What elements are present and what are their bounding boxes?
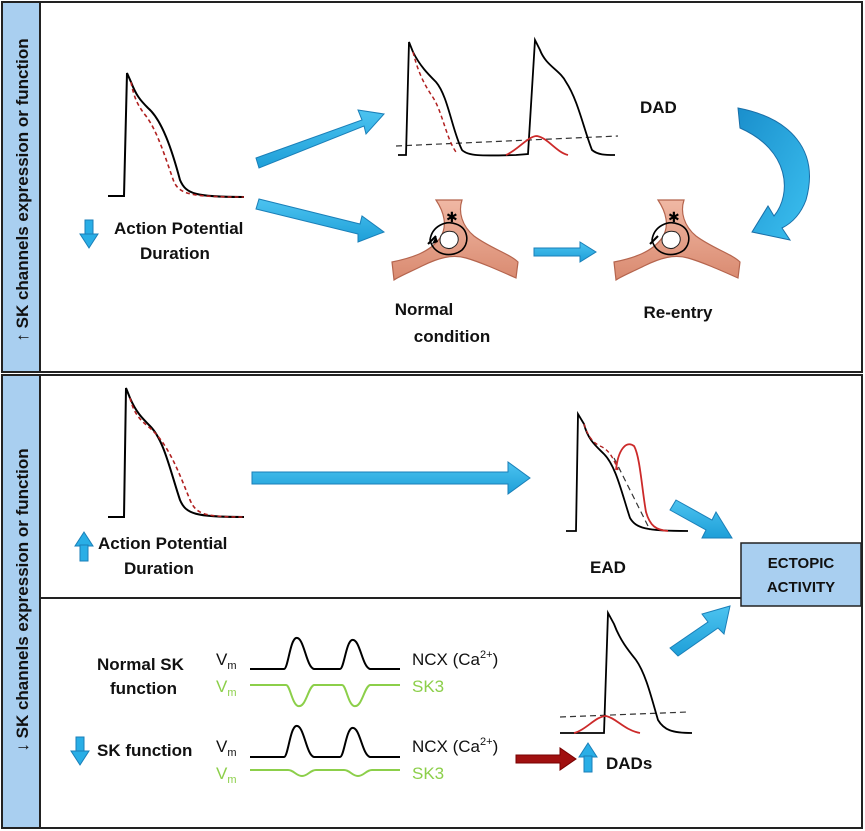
top-apd-label-2: Duration [140, 244, 210, 263]
arrow-to-normal [255, 198, 386, 243]
top-apd-label-1: Action Potential [114, 219, 243, 238]
increase-arrow-icon [74, 531, 94, 562]
sk3-trace-normal [250, 684, 400, 708]
vm-label-reduced-black: Vm [216, 737, 237, 759]
curved-arrow [737, 107, 810, 241]
top-panel-frame [39, 1, 863, 373]
short-ap-trace [108, 72, 245, 198]
arrow-dads-to-ectopic [669, 605, 731, 657]
svg-text:✱: ✱ [446, 210, 458, 226]
dads-trace [559, 609, 693, 734]
red-arrow-to-dads [515, 747, 577, 771]
normal-sk-label-2: function [110, 679, 177, 698]
sk3-trace-reduced [250, 769, 400, 778]
bottom-side-label: ↓ SK channels expression or function [13, 448, 32, 751]
bottom-panel-frame [39, 374, 863, 829]
top-side-bar [1, 1, 41, 373]
reentry-label: Re-entry [644, 303, 714, 322]
bottom-apd-label-1: Action Potential [98, 534, 227, 553]
dad-label: DAD [640, 98, 677, 117]
ead-trace [566, 410, 689, 532]
increase-dads-arrow-icon [578, 742, 598, 773]
top-side-label: ↑ SK channels expression or function [13, 38, 32, 341]
normal-label-1: Normal [395, 300, 454, 319]
ead-label: EAD [590, 558, 626, 577]
reentry-tissue: ✱ [613, 199, 741, 282]
bottom-side-bar [1, 374, 41, 829]
normal-tissue: ✱ [391, 199, 519, 282]
vm-label-reduced-green: Vm [216, 764, 237, 786]
dads-label: DADs [606, 754, 652, 773]
vm-trace-reduced [250, 725, 400, 758]
vm-label-normal-green: Vm [216, 677, 237, 699]
long-arrow-to-ead [251, 461, 531, 495]
dad-trace [395, 36, 619, 157]
decrease-arrow-icon [79, 219, 99, 249]
bottom-apd-label-2: Duration [124, 559, 194, 578]
arrow-ead-to-ectopic [669, 499, 733, 539]
arrow-normal-to-reentry [533, 241, 597, 263]
reduced-sk-label: SK function [97, 741, 192, 760]
ncx-label-normal: NCX (Ca2+) [412, 649, 498, 669]
normal-sk-label-1: Normal SK [97, 655, 185, 674]
decrease-sk-arrow-icon [70, 736, 90, 766]
normal-label-2: condition [414, 327, 490, 346]
arrow-to-dad [255, 109, 385, 169]
ncx-label-reduced: NCX (Ca2+) [412, 736, 498, 756]
ectopic-label-1: ECTOPIC [768, 555, 835, 572]
svg-text:✱: ✱ [668, 210, 680, 226]
long-ap-trace [108, 387, 245, 518]
sk3-label-reduced: SK3 [412, 764, 444, 783]
ectopic-activity-box [740, 542, 862, 607]
vm-label-normal-black: Vm [216, 650, 237, 672]
sk3-label-normal: SK3 [412, 677, 444, 696]
ectopic-label-2: ACTIVITY [767, 579, 835, 596]
vm-trace-normal [250, 637, 400, 670]
